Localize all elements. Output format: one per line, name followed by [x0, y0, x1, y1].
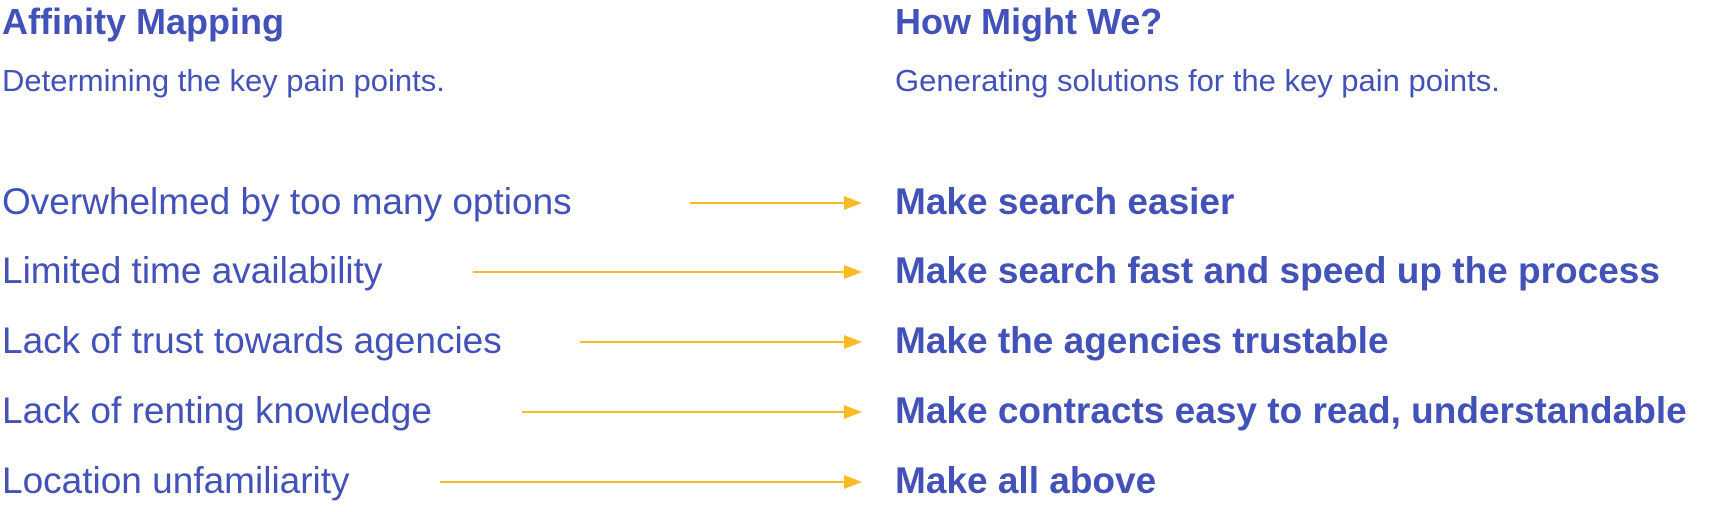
- right-arrow-icon: [473, 265, 862, 279]
- how-might-we-subtitle: Generating solutions for the key pain po…: [895, 63, 1500, 98]
- how-might-we-title: How Might We?: [895, 1, 1163, 42]
- solution-label: Make search fast and speed up the proces…: [895, 250, 1660, 291]
- right-arrow-icon: [522, 405, 862, 419]
- pain-point-solution-mappings: Overwhelmed by too many options Make sea…: [0, 183, 1720, 499]
- solution-label: Make search easier: [895, 181, 1235, 222]
- pain-point-label: Limited time availability: [2, 250, 383, 291]
- pain-point-label: Lack of renting knowledge: [2, 390, 432, 431]
- right-arrow-icon: [690, 196, 862, 210]
- right-arrow-icon: [440, 475, 862, 489]
- mapping-row: Lack of renting knowledge Make contracts…: [0, 392, 1720, 442]
- pain-point-label: Overwhelmed by too many options: [2, 181, 572, 222]
- affinity-mapping-subtitle: Determining the key pain points.: [2, 63, 445, 98]
- pain-point-label: Lack of trust towards agencies: [2, 320, 502, 361]
- mapping-row: Lack of trust towards agencies Make the …: [0, 322, 1720, 372]
- mapping-row: Location unfamiliarity Make all above: [0, 462, 1720, 512]
- solution-label: Make contracts easy to read, understanda…: [895, 390, 1687, 431]
- solution-label: Make the agencies trustable: [895, 320, 1389, 361]
- mapping-row: Limited time availability Make search fa…: [0, 252, 1720, 302]
- solution-label: Make all above: [895, 460, 1157, 501]
- pain-point-label: Location unfamiliarity: [2, 460, 350, 501]
- right-arrow-icon: [580, 335, 862, 349]
- affinity-mapping-title: Affinity Mapping: [2, 1, 284, 42]
- mapping-row: Overwhelmed by too many options Make sea…: [0, 183, 1720, 233]
